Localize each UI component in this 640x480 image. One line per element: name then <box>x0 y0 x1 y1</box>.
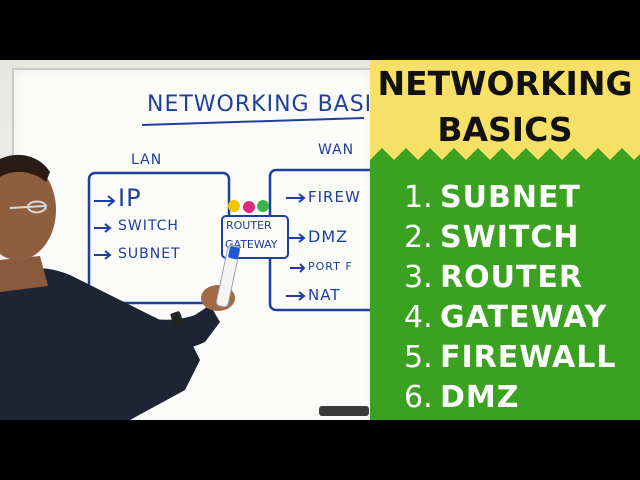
list-item: 4.GATEWAY <box>404 298 616 338</box>
letterbox-bottom <box>0 420 640 480</box>
presenter-body <box>0 268 200 420</box>
list-number: 6. <box>404 380 433 415</box>
arrow-firewall <box>286 193 306 203</box>
glasses-icon <box>9 200 48 214</box>
magnet-yellow <box>228 200 240 212</box>
list-item: 3.ROUTER <box>404 258 616 298</box>
list-number: 5. <box>404 340 433 375</box>
video-thumbnail: NETWORKING BASIC LAN WAN IP SWITCH SUBNE… <box>0 60 640 420</box>
lan-item-switch: SWITCH <box>118 218 179 234</box>
arrow-port <box>290 263 306 273</box>
list-label: FIREWALL <box>440 340 617 375</box>
lan-item-ip: IP <box>118 184 142 212</box>
list-label: DMZ <box>440 380 520 415</box>
presenter <box>0 154 241 420</box>
wan-item-firewall: FIREW <box>308 188 361 206</box>
banner-title-line2: BASICS <box>437 110 573 149</box>
wan-item-port: PORT F <box>308 260 353 273</box>
arrow-subnet <box>94 250 112 260</box>
lan-item-subnet: SUBNET <box>118 246 181 262</box>
list-label: GATEWAY <box>440 300 608 335</box>
list-label: SWITCH <box>440 220 580 255</box>
banner-top <box>370 60 640 160</box>
banner-bottom <box>370 160 640 420</box>
magnet-pink <box>243 201 255 213</box>
watch <box>170 311 184 327</box>
eraser <box>319 406 369 416</box>
list-number: 2. <box>404 220 433 255</box>
presenter-head <box>0 160 56 260</box>
arrow-nat <box>286 291 306 301</box>
topic-list: 1.SUBNET 2.SWITCH 3.ROUTER 4.GATEWAY 5.F… <box>404 178 616 418</box>
list-item: 6.DMZ <box>404 378 616 418</box>
marker-icon <box>215 244 241 308</box>
list-item: 1.SUBNET <box>404 178 616 218</box>
wan-item-nat: NAT <box>308 286 341 304</box>
wan-label: WAN <box>318 142 355 158</box>
presenter-arm <box>118 305 220 351</box>
title-banner: NETWORKING BASICS 1.SUBNET 2.SWITCH 3.RO… <box>370 60 640 420</box>
magnet-green <box>257 200 269 212</box>
lan-label: LAN <box>131 152 163 168</box>
letterbox-top <box>0 0 640 60</box>
router-label: ROUTER <box>226 219 272 232</box>
banner-title-line1: NETWORKING <box>377 64 633 103</box>
list-number: 1. <box>404 180 433 215</box>
list-item: 5.FIREWALL <box>404 338 616 378</box>
arrow-switch <box>94 223 112 233</box>
board-title: NETWORKING BASIC <box>147 92 389 117</box>
presenter-hair <box>0 154 50 182</box>
arrow-ip <box>94 195 116 207</box>
list-item: 2.SWITCH <box>404 218 616 258</box>
list-label: ROUTER <box>440 260 584 295</box>
list-number: 4. <box>404 300 433 335</box>
list-number: 3. <box>404 260 433 295</box>
list-label: SUBNET <box>440 180 581 215</box>
wan-item-dmz: DMZ <box>308 227 349 246</box>
zigzag-divider <box>370 148 640 172</box>
